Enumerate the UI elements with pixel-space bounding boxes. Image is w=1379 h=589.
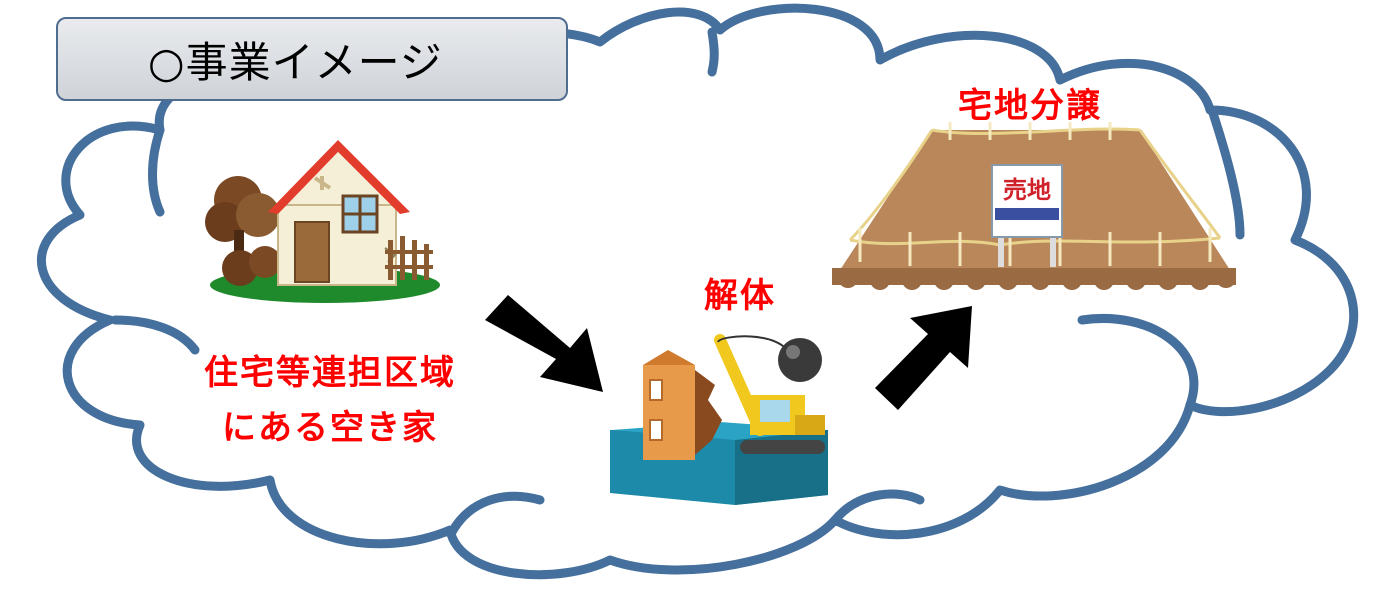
page-title: ○事業イメージ bbox=[148, 37, 443, 87]
label-vacant-house-line1: 住宅等連担区域 bbox=[204, 353, 456, 393]
cloud-inner-lobe bbox=[447, 491, 545, 537]
cloud-inner-lobe bbox=[830, 489, 925, 525]
cloud-inner-lobe bbox=[148, 125, 165, 217]
label-demolition: 解体 bbox=[704, 276, 776, 316]
sign-text: 売地 bbox=[1003, 176, 1051, 204]
arrow-icon bbox=[485, 295, 603, 392]
cloud-inner-lobe bbox=[707, 27, 719, 77]
demolition-icon bbox=[610, 334, 828, 505]
land-lot-icon bbox=[832, 122, 1236, 290]
cloud-inner-lobe bbox=[110, 315, 200, 355]
arrow-icon bbox=[875, 306, 972, 410]
cloud-inner-lobe bbox=[1207, 105, 1245, 240]
label-vacant-house-line2: にある空き家 bbox=[222, 408, 438, 448]
title-box: ○事業イメージ bbox=[56, 17, 568, 101]
label-land-sale: 宅地分譲 bbox=[958, 86, 1102, 126]
house-icon bbox=[205, 140, 440, 303]
cloud-inner-lobe bbox=[1077, 314, 1199, 410]
